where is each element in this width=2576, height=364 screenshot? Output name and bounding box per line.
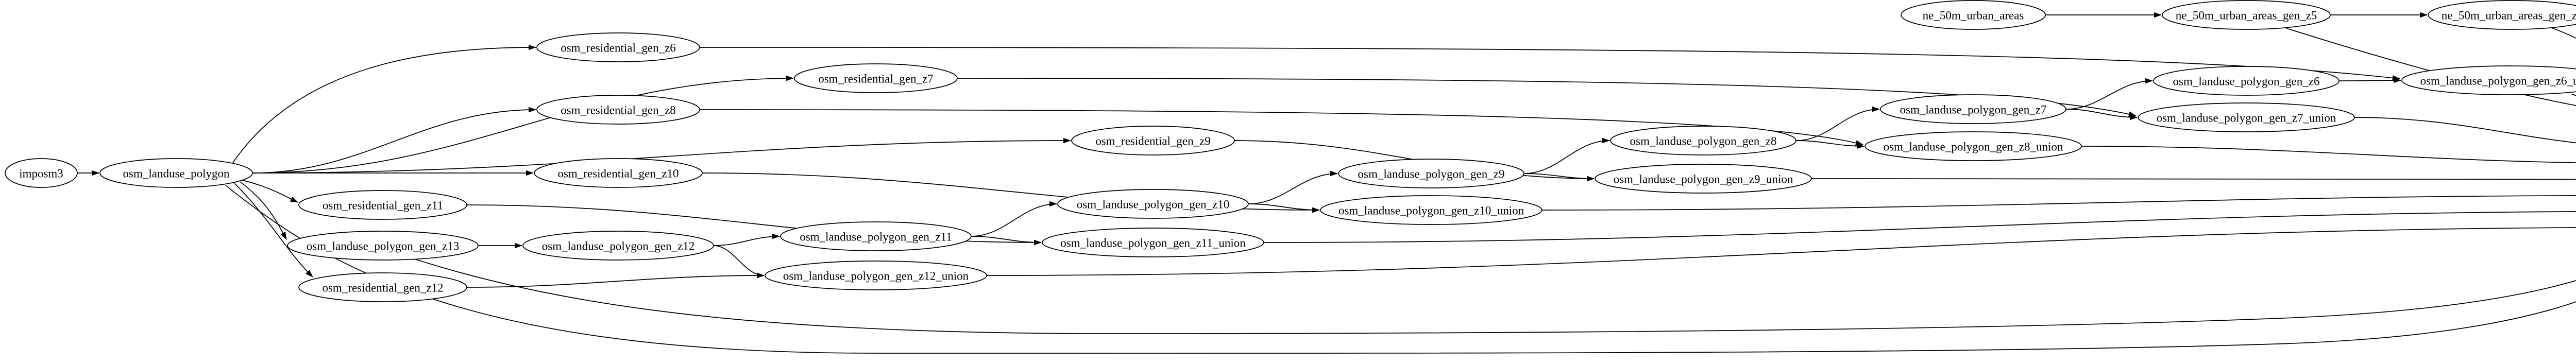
node-ne_50m_urban_areas	[1901, 0, 2046, 30]
node-osm_landuse_polygon_gen_z11	[780, 221, 972, 251]
edge-osm_residential_gen_z8->osm_landuse_polygon_gen_z8_union	[699, 109, 1864, 146]
node-label-osm_landuse_polygon_gen_z11_union: osm_landuse_polygon_gen_z11_union	[1060, 237, 1246, 250]
node-label-osm_landuse_polygon_gen_z8: osm_landuse_polygon_gen_z8	[1630, 135, 1777, 148]
edge-osm_landuse_polygon_gen_z6->osm_landuse_polygon_gen_z6_union	[2338, 77, 2402, 83]
node-label-osm_landuse_polygon: osm_landuse_polygon	[123, 167, 230, 180]
edge-osm_landuse_polygon->osm_residential_gen_z7	[252, 75, 794, 174]
edge-osm_landuse_polygon_gen_z10_union->layer_landuse:z10	[1541, 195, 2576, 211]
node-osm_residential_gen_z10	[534, 158, 703, 188]
node-label-osm_residential_gen_z9: osm_residential_gen_z9	[1095, 135, 1211, 148]
node-osm_landuse_polygon_gen_z12	[522, 231, 714, 261]
edge-osm_landuse_polygon_gen_z8->osm_landuse_polygon_gen_z8_union	[1795, 140, 1865, 149]
node-osm_landuse_polygon_gen_z9	[1338, 159, 1524, 188]
edge-osm_landuse_polygon_gen_z11->osm_landuse_polygon_gen_z11_union	[971, 236, 1042, 246]
node-label-ne_50m_urban_areas_gen_z4: ne_50m_urban_areas_gen_z4	[2442, 9, 2576, 22]
edge-osm_landuse_polygon_gen_z6_union->layer_landuse:z6	[2571, 94, 2576, 96]
node-label-osm_residential_gen_z7: osm_residential_gen_z7	[818, 73, 934, 85]
node-osm_landuse_polygon_gen_z13	[287, 231, 479, 261]
edge-osm_landuse_polygon_gen_z7_union->layer_landuse:z7	[2354, 117, 2576, 144]
node-imposm3	[5, 158, 78, 188]
node-label-imposm3: imposm3	[19, 167, 63, 180]
edge-osm_landuse_polygon_gen_z7->osm_landuse_polygon_gen_z6	[2065, 78, 2154, 110]
node-osm_landuse_polygon_gen_z12_union	[765, 261, 987, 290]
node-label-osm_landuse_polygon_gen_z11: osm_landuse_polygon_gen_z11	[800, 231, 952, 244]
node-osm_residential_gen_z12	[298, 272, 467, 302]
edge-osm_landuse_polygon->layer_landuse:z14+	[225, 185, 2576, 354]
node-osm_residential_gen_z8	[536, 95, 700, 125]
edge-osm_landuse_polygon_gen_z12->osm_landuse_polygon_gen_z12_union	[713, 245, 765, 279]
node-osm_residential_gen_z11	[298, 190, 467, 220]
node-osm_landuse_polygon_gen_z11_union	[1042, 228, 1264, 257]
node-label-osm_landuse_polygon_gen_z8_union: osm_landuse_polygon_gen_z8_union	[1884, 141, 2063, 153]
edge-ne_50m_urban_areas_gen_z4->layer_landuse:z4	[2550, 27, 2576, 39]
edge-osm_landuse_polygon->osm_residential_gen_z12	[234, 183, 313, 278]
node-osm_landuse_polygon_gen_z9_union	[1595, 164, 1812, 194]
edges-layer	[77, 12, 2576, 354]
edge-osm_landuse_polygon_gen_z8->osm_landuse_polygon_gen_z7	[1795, 106, 1880, 141]
edge-osm_landuse_polygon->osm_landuse_polygon_gen_z13	[240, 181, 287, 240]
edge-osm_landuse_polygon_gen_z12_union->layer_landuse:z12	[986, 227, 2576, 276]
node-osm_residential_gen_z6	[536, 32, 700, 62]
node-osm_landuse_polygon_gen_z7_union	[2138, 102, 2355, 132]
edge-osm_landuse_polygon->osm_residential_gen_z6	[232, 44, 537, 163]
node-label-osm_landuse_polygon_gen_z7: osm_landuse_polygon_gen_z7	[1900, 103, 2047, 116]
node-label-osm_landuse_polygon_gen_z10_union: osm_landuse_polygon_gen_z10_union	[1338, 204, 1524, 217]
node-label-osm_landuse_polygon_gen_z10: osm_landuse_polygon_gen_z10	[1077, 198, 1229, 211]
node-ne_50m_urban_areas_gen_z5	[2162, 0, 2331, 30]
nodes-layer: imposm3 osm_landuse_polygon osm_residentia…	[5, 0, 2576, 302]
edge-osm_landuse_polygon_gen_z11->osm_landuse_polygon_gen_z10	[971, 201, 1058, 237]
edge-osm_landuse_polygon_gen_z10->osm_landuse_polygon_gen_z10_union	[1248, 203, 1320, 213]
edge-osm_landuse_polygon_gen_z13->layer_landuse:z13	[411, 257, 2576, 334]
node-label-osm_landuse_polygon_gen_z9_union: osm_landuse_polygon_gen_z9_union	[1614, 173, 1793, 186]
node-osm_landuse_polygon_gen_z7	[1880, 94, 2066, 124]
node-label-osm_residential_gen_z8: osm_residential_gen_z8	[561, 104, 676, 117]
node-label-osm_landuse_polygon_gen_z6: osm_landuse_polygon_gen_z6	[2173, 75, 2320, 88]
node-label-osm_landuse_polygon_gen_z6_union: osm_landuse_polygon_gen_z6_union	[2420, 75, 2576, 88]
node-osm_residential_gen_z7	[794, 63, 958, 93]
edge-osm_landuse_polygon_gen_z9->osm_landuse_polygon_gen_z8	[1523, 137, 1611, 174]
edge-osm_landuse_polygon_gen_z9->osm_landuse_polygon_gen_z9_union	[1523, 173, 1595, 182]
edge-osm_landuse_polygon_gen_z9_union->layer_landuse:z9	[1811, 178, 2576, 180]
edge-osm_landuse_polygon_gen_z8_union->layer_landuse:z8	[2081, 146, 2576, 163]
edge-osm_landuse_polygon->osm_residential_gen_z9	[252, 137, 1072, 174]
node-label-osm_residential_gen_z11: osm_residential_gen_z11	[323, 199, 443, 212]
edge-osm_landuse_polygon->osm_residential_gen_z11	[242, 180, 298, 203]
edge-osm_landuse_polygon_gen_z10->osm_landuse_polygon_gen_z9	[1248, 170, 1338, 204]
node-label-osm_landuse_polygon_gen_z9: osm_landuse_polygon_gen_z9	[1358, 168, 1505, 181]
node-label-ne_50m_urban_areas: ne_50m_urban_areas	[1923, 9, 2024, 22]
node-ne_50m_urban_areas_gen_z4	[2428, 0, 2576, 30]
node-osm_residential_gen_z9	[1071, 126, 1235, 155]
node-label-osm_residential_gen_z6: osm_residential_gen_z6	[561, 42, 676, 55]
node-label-osm_landuse_polygon_gen_z7_union: osm_landuse_polygon_gen_z7_union	[2157, 112, 2336, 125]
node-osm_landuse_polygon_gen_z6_union	[2401, 65, 2576, 95]
edge-osm_residential_gen_z12->osm_landuse_polygon_gen_z12_union	[466, 272, 765, 288]
node-osm_landuse_polygon_gen_z10_union	[1320, 195, 1543, 225]
edge-osm_landuse_polygon_gen_z12->osm_landuse_polygon_gen_z11	[713, 233, 781, 246]
edge-osm_landuse_polygon_gen_z11_union->layer_landuse:z11	[1263, 211, 2576, 243]
node-osm_landuse_polygon	[99, 158, 253, 188]
node-osm_landuse_polygon_gen_z6	[2153, 66, 2340, 96]
node-label-ne_50m_urban_areas_gen_z5: ne_50m_urban_areas_gen_z5	[2176, 9, 2317, 22]
edge-osm_landuse_polygon->osm_residential_gen_z8	[252, 107, 537, 174]
node-label-osm_landuse_polygon_gen_z12: osm_landuse_polygon_gen_z12	[542, 240, 694, 253]
node-label-osm_residential_gen_z12: osm_residential_gen_z12	[322, 282, 443, 294]
node-osm_landuse_polygon_gen_z10	[1057, 189, 1249, 219]
node-osm_landuse_polygon_gen_z8_union	[1865, 131, 2082, 161]
node-label-osm_landuse_polygon_gen_z12_union: osm_landuse_polygon_gen_z12_union	[783, 270, 969, 283]
node-label-osm_landuse_polygon_gen_z13: osm_landuse_polygon_gen_z13	[307, 240, 459, 253]
edge-osm_landuse_polygon_gen_z7->osm_landuse_polygon_gen_z7_union	[2065, 109, 2138, 120]
node-label-osm_residential_gen_z10: osm_residential_gen_z10	[557, 167, 679, 180]
node-osm_landuse_polygon_gen_z8	[1610, 126, 1797, 155]
